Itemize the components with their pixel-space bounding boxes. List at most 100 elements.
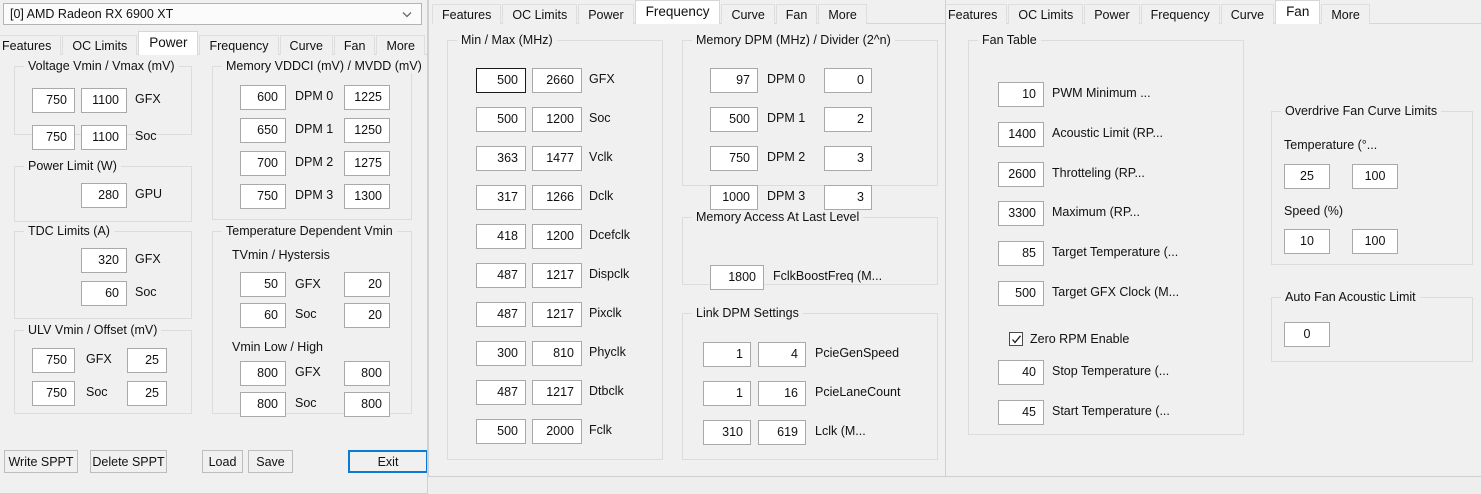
- vmin-low-gfx[interactable]: 800: [240, 361, 286, 386]
- memdpm-0-div[interactable]: 0: [824, 68, 872, 93]
- tvmin-soc[interactable]: 60: [240, 303, 286, 328]
- tab-power[interactable]: Power: [138, 31, 199, 55]
- memdpm-2-div[interactable]: 3: [824, 146, 872, 171]
- overdrive-speed-max[interactable]: 100: [1352, 229, 1398, 254]
- stop-temperature-field[interactable]: 40: [998, 360, 1044, 385]
- tdc-soc[interactable]: 60: [81, 281, 127, 306]
- tab-more[interactable]: More: [818, 4, 867, 24]
- tab-features[interactable]: Features: [946, 4, 1008, 24]
- fclk-boost-freq[interactable]: 1800: [710, 265, 764, 290]
- throttling-field[interactable]: 2600: [998, 162, 1044, 187]
- voltage-soc-min[interactable]: 750: [32, 125, 75, 150]
- voltage-soc-max[interactable]: 1100: [81, 125, 127, 150]
- vddci-dpm1[interactable]: 650: [240, 118, 286, 143]
- zero-rpm-enable-checkbox[interactable]: Zero RPM Enable: [1009, 332, 1129, 346]
- minmax-dcefclk-min[interactable]: 418: [476, 224, 526, 249]
- ulv-gfx-vmin[interactable]: 750: [32, 348, 75, 373]
- tab-power[interactable]: Power: [1084, 4, 1140, 24]
- tab-frequency[interactable]: Frequency: [634, 0, 721, 24]
- tab-fan[interactable]: Fan: [1275, 0, 1321, 24]
- tab-oc-limits[interactable]: OC Limits: [62, 35, 138, 55]
- pwm-minimum-field[interactable]: 10: [998, 82, 1044, 107]
- tab-frequency[interactable]: Frequency: [1140, 4, 1220, 24]
- minmax-fclk-min[interactable]: 500: [476, 419, 526, 444]
- vmin-low-soc[interactable]: 800: [240, 392, 286, 417]
- tab-oc-limits[interactable]: OC Limits: [1008, 4, 1084, 24]
- load-button[interactable]: Load: [202, 450, 243, 473]
- vmin-high-soc[interactable]: 800: [344, 392, 390, 417]
- tvmin-gfx[interactable]: 50: [240, 272, 286, 297]
- minmax-gfx-min[interactable]: 500: [476, 68, 526, 93]
- memdpm-1-div[interactable]: 2: [824, 107, 872, 132]
- tdc-gfx[interactable]: 320: [81, 248, 127, 273]
- memdpm-1-freq[interactable]: 500: [710, 107, 758, 132]
- overdrive-temperature-min[interactable]: 25: [1284, 164, 1330, 189]
- minmax-dispclk-max[interactable]: 1217: [532, 263, 582, 288]
- acoustic-limit-field[interactable]: 1400: [998, 122, 1044, 147]
- pcie-gen-speed-max[interactable]: 4: [758, 342, 806, 367]
- lclk-max[interactable]: 619: [758, 420, 806, 445]
- tab-power[interactable]: Power: [578, 4, 634, 24]
- tab-features[interactable]: Features: [432, 4, 502, 24]
- tab-curve[interactable]: Curve: [279, 35, 333, 55]
- tab-oc-limits[interactable]: OC Limits: [502, 4, 578, 24]
- tab-curve[interactable]: Curve: [721, 4, 775, 24]
- ulv-soc-vmin[interactable]: 750: [32, 381, 75, 406]
- ulv-soc-offset[interactable]: 25: [127, 381, 167, 406]
- minmax-pixclk-max[interactable]: 1217: [532, 302, 582, 327]
- checkmark-icon[interactable]: [1009, 332, 1023, 346]
- minmax-dclk-max[interactable]: 1266: [532, 185, 582, 210]
- save-button[interactable]: Save: [248, 450, 293, 473]
- minmax-phyclk-min[interactable]: 300: [476, 341, 526, 366]
- mvdd-dpm0[interactable]: 1225: [344, 85, 390, 110]
- ulv-gfx-offset[interactable]: 25: [127, 348, 167, 373]
- vddci-dpm3[interactable]: 750: [240, 184, 286, 209]
- write-sppt-button[interactable]: Write SPPT: [4, 450, 78, 473]
- mvdd-dpm1[interactable]: 1250: [344, 118, 390, 143]
- minmax-pixclk-min[interactable]: 487: [476, 302, 526, 327]
- tab-fan[interactable]: Fan: [333, 35, 376, 55]
- minmax-soc-min[interactable]: 500: [476, 107, 526, 132]
- tab-more[interactable]: More: [1321, 4, 1370, 24]
- power-limit-gpu[interactable]: 280: [81, 183, 127, 208]
- minmax-dispclk-min[interactable]: 487: [476, 263, 526, 288]
- minmax-dcefclk-max[interactable]: 1200: [532, 224, 582, 249]
- chevron-down-icon[interactable]: [399, 6, 415, 22]
- pcie-lane-count-max[interactable]: 16: [758, 381, 806, 406]
- memdpm-3-div[interactable]: 3: [824, 185, 872, 210]
- voltage-gfx-min[interactable]: 750: [32, 88, 75, 113]
- tab-fan[interactable]: Fan: [775, 4, 818, 24]
- auto-fan-acoustic-limit-field[interactable]: 0: [1284, 322, 1330, 347]
- memdpm-2-freq[interactable]: 750: [710, 146, 758, 171]
- minmax-dtbclk-max[interactable]: 1217: [532, 380, 582, 405]
- pcie-gen-speed-min[interactable]: 1: [703, 342, 751, 367]
- vddci-dpm0[interactable]: 600: [240, 85, 286, 110]
- tab-frequency[interactable]: Frequency: [199, 35, 279, 55]
- minmax-vclk-min[interactable]: 363: [476, 146, 526, 171]
- maximum-rpm-field[interactable]: 3300: [998, 201, 1044, 226]
- hysteresis-gfx[interactable]: 20: [344, 272, 390, 297]
- memdpm-3-freq[interactable]: 1000: [710, 185, 758, 210]
- start-temperature-field[interactable]: 45: [998, 400, 1044, 425]
- pcie-lane-count-min[interactable]: 1: [703, 381, 751, 406]
- memdpm-0-freq[interactable]: 97: [710, 68, 758, 93]
- tab-more[interactable]: More: [376, 35, 425, 55]
- tab-features[interactable]: Features: [0, 35, 62, 55]
- device-select[interactable]: [0] AMD Radeon RX 6900 XT: [3, 3, 422, 25]
- vmin-high-gfx[interactable]: 800: [344, 361, 390, 386]
- target-temperature-field[interactable]: 85: [998, 241, 1044, 266]
- minmax-phyclk-max[interactable]: 810: [532, 341, 582, 366]
- overdrive-speed-min[interactable]: 10: [1284, 229, 1330, 254]
- target-gfx-clock-field[interactable]: 500: [998, 281, 1044, 306]
- minmax-gfx-max[interactable]: 2660: [532, 68, 582, 93]
- exit-button[interactable]: Exit: [348, 450, 427, 473]
- minmax-fclk-max[interactable]: 2000: [532, 419, 582, 444]
- voltage-gfx-max[interactable]: 1100: [81, 88, 127, 113]
- minmax-dtbclk-min[interactable]: 487: [476, 380, 526, 405]
- overdrive-temperature-max[interactable]: 100: [1352, 164, 1398, 189]
- minmax-vclk-max[interactable]: 1477: [532, 146, 582, 171]
- minmax-soc-max[interactable]: 1200: [532, 107, 582, 132]
- lclk-min[interactable]: 310: [703, 420, 751, 445]
- delete-sppt-button[interactable]: Delete SPPT: [90, 450, 167, 473]
- mvdd-dpm2[interactable]: 1275: [344, 151, 390, 176]
